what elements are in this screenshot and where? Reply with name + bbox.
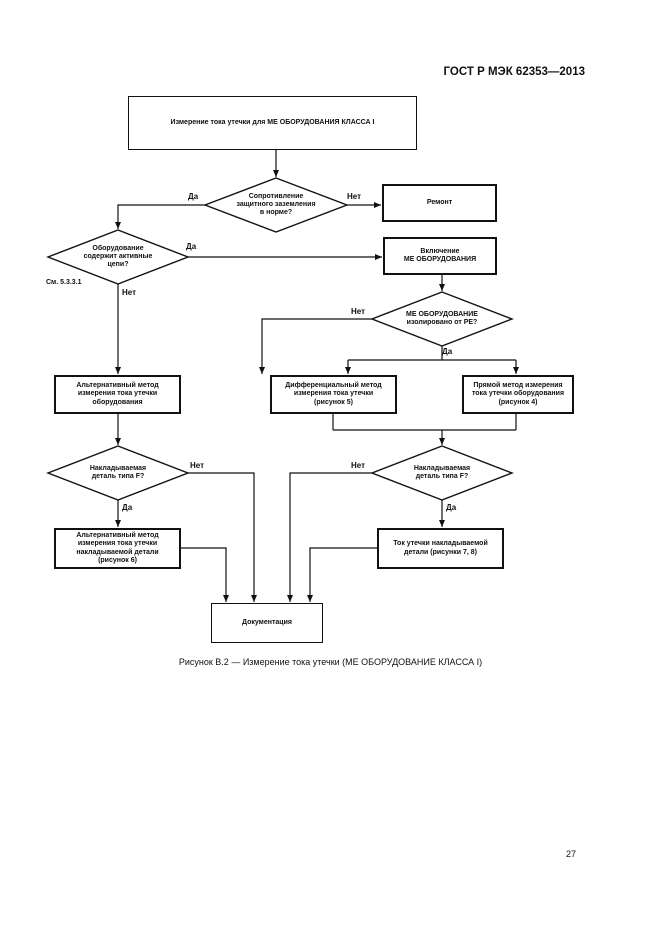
alt-method-box-text: Альтернативный метод измерения тока утеч… — [76, 382, 159, 406]
decision-active-parts: Оборудование содержит активные цепи? — [83, 244, 153, 269]
label-no-2: Нет — [122, 288, 137, 297]
label-yes-2: Да — [186, 242, 197, 251]
document-header: ГОСТ Р МЭК 62353—2013 — [443, 66, 585, 78]
label-no-3: Нет — [351, 307, 366, 316]
start-box: Измерение тока утечки для МЕ ОБОРУДОВАНИ… — [128, 96, 417, 150]
figure-caption: Рисунок В.2 — Измерение тока утечки (МЕ … — [178, 657, 483, 667]
decision-isolated-pe: МЕ ОБОРУДОВАНИЕ изолировано от PE? — [406, 310, 478, 326]
repair-box-text: Ремонт — [426, 198, 453, 206]
label-yes-1: Да — [188, 192, 199, 201]
label-no-1: Нет — [347, 192, 362, 201]
start-box-text: Измерение тока утечки для МЕ ОБОРУДОВАНИ… — [170, 118, 375, 126]
label-no-5: Нет — [351, 461, 366, 470]
applied-current-box: Ток утечки накладываемой детали (рисунки… — [377, 528, 504, 569]
documentation-box-text: Документация — [242, 618, 292, 626]
direct-method-box: Прямой метод измерения тока утечки обору… — [462, 375, 574, 414]
alt-applied-box: Альтернативный метод измерения тока утеч… — [54, 528, 181, 569]
applied-current-box-text: Ток утечки накладываемой детали (рисунки… — [393, 540, 488, 556]
page-number: 27 — [566, 849, 577, 859]
differential-method-box-text: Дифференциальный метод измерения тока ут… — [285, 382, 382, 406]
label-yes-4: Да — [122, 503, 133, 512]
differential-method-box: Дифференциальный метод измерения тока ут… — [270, 375, 397, 414]
decision-applied-right: Накладываемая деталь типа F? — [413, 464, 471, 480]
repair-box: Ремонт — [382, 184, 497, 222]
direct-method-box-text: Прямой метод измерения тока утечки обору… — [471, 382, 565, 406]
label-yes-3: Да — [442, 347, 453, 356]
switch-on-box: Включение МЕ ОБОРУДОВАНИЯ — [383, 237, 497, 275]
switch-on-box-text: Включение МЕ ОБОРУДОВАНИЯ — [403, 247, 477, 263]
alt-method-box: Альтернативный метод измерения тока утеч… — [54, 375, 181, 414]
decision-applied-left: Накладываемая деталь типа F? — [89, 464, 147, 480]
documentation-box: Документация — [211, 603, 323, 643]
decision-protective-earth-shape — [203, 177, 349, 233]
label-yes-5: Да — [446, 503, 457, 512]
decision-protective-earth: Сопротивление защитного заземления в нор… — [236, 192, 316, 217]
label-no-4: Нет — [190, 461, 205, 470]
alt-applied-box-text: Альтернативный метод измерения тока утеч… — [76, 532, 159, 564]
label-see-ref: См. 5.3.3.1 — [46, 279, 82, 286]
